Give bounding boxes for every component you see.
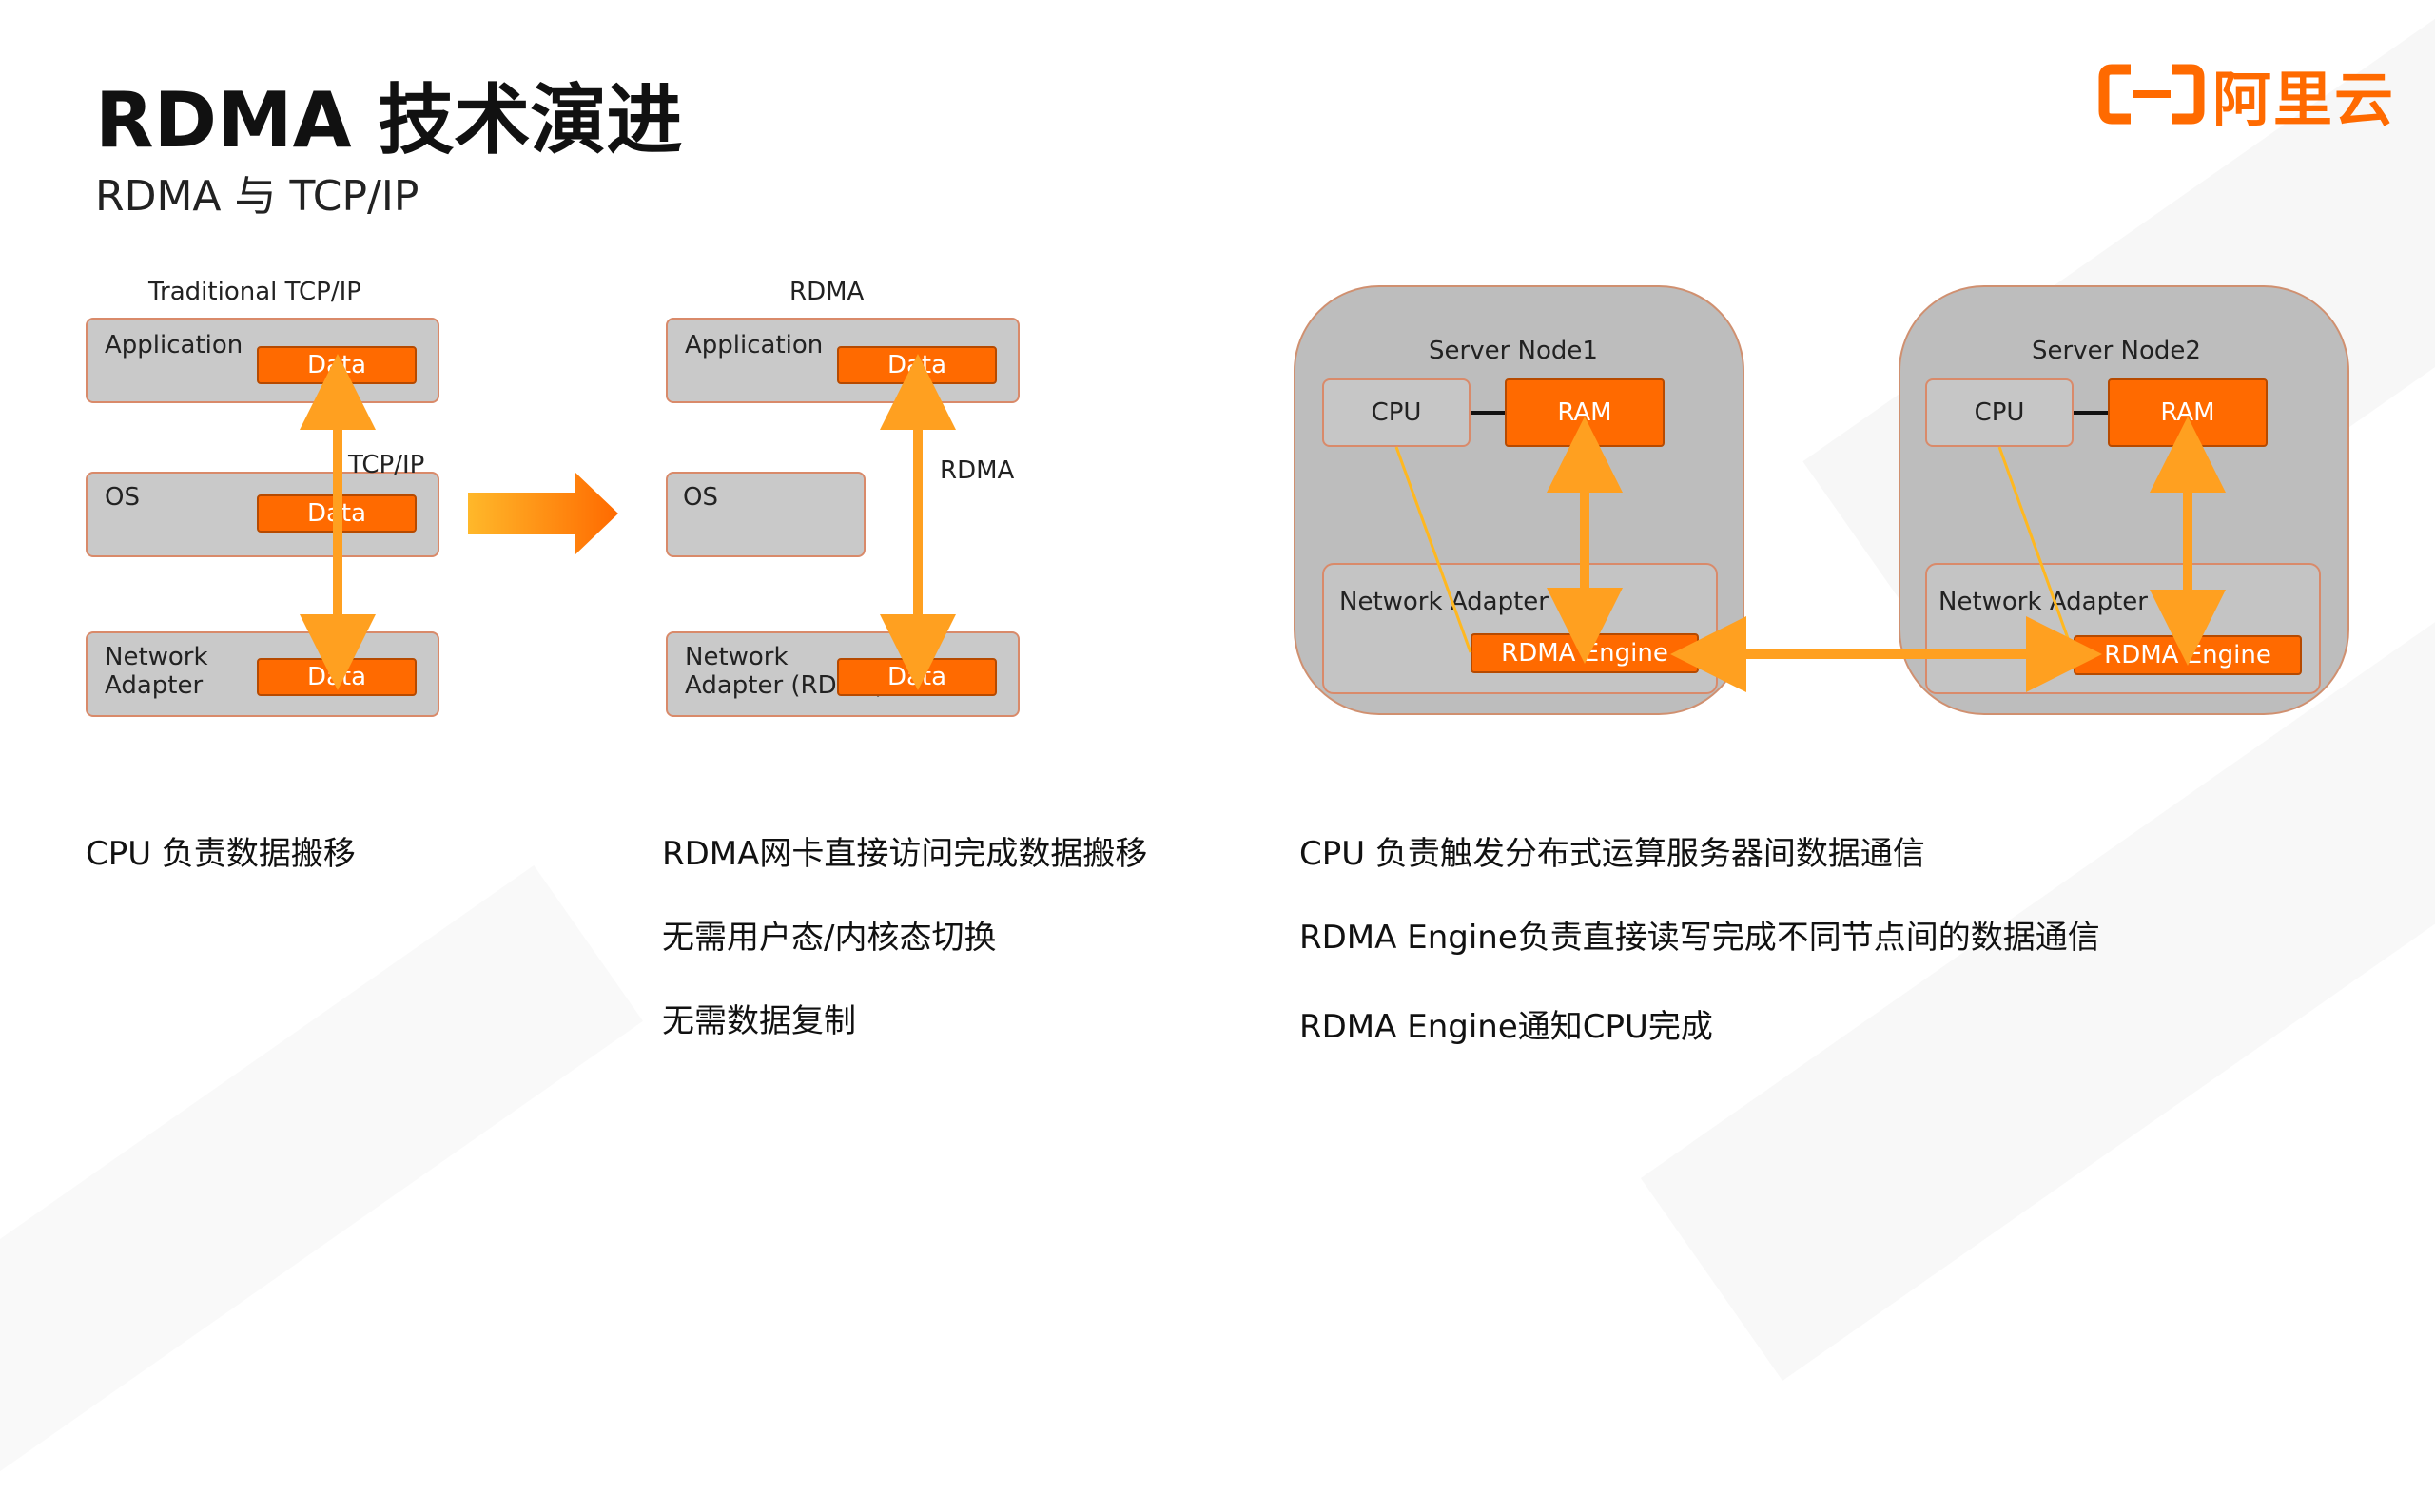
- page-title: RDMA 技术演进: [95, 76, 683, 165]
- layer-label: Application: [105, 331, 244, 359]
- description-col3-line1: CPU 负责触发分布式运算服务器间数据通信: [1299, 835, 1925, 873]
- rdma-engine-box: RDMA Engine: [1471, 633, 1699, 673]
- network-adapter-box: [1322, 563, 1718, 694]
- alibaba-cloud-logo: 阿里云: [2098, 51, 2395, 137]
- logo-bracket-icon: [2098, 64, 2205, 125]
- logo-text: 阿里云: [2212, 65, 2396, 134]
- layer-os: OS Data: [86, 472, 439, 557]
- ram-box: RAM: [1505, 378, 1665, 447]
- cpu-box: CPU: [1322, 378, 1471, 447]
- node-title: Server Node1: [1429, 337, 1598, 365]
- adapter-label: Network Adapter: [1938, 588, 2148, 616]
- data-block: Data: [257, 346, 417, 384]
- data-block: Data: [837, 346, 997, 384]
- layer-label: Application: [685, 331, 824, 359]
- node-title: Server Node2: [2032, 337, 2201, 365]
- ram-box: RAM: [2108, 378, 2268, 447]
- background-shape: [0, 864, 643, 1512]
- description-col2-line2: 无需用户态/内核态切换: [662, 919, 997, 957]
- layer-network-adapter: Network Adapter (RDMA) Data: [666, 631, 1020, 717]
- description-col3-line2: RDMA Engine负责直接读写完成不同节点间的数据通信: [1299, 919, 2100, 957]
- layer-label: OS: [105, 483, 140, 512]
- description-col1-line1: CPU 负责数据搬移: [86, 835, 356, 873]
- description-col2-line1: RDMA网卡直接访问完成数据搬移: [662, 835, 1148, 873]
- cpu-box: CPU: [1925, 378, 2074, 447]
- rdma-engine-box: RDMA Engine: [2074, 635, 2302, 675]
- layer-application: Application Data: [666, 318, 1020, 403]
- adapter-label: Network Adapter: [1339, 588, 1549, 616]
- diagram-caption: Traditional TCP/IP: [148, 278, 361, 306]
- description-col3-line3: RDMA Engine通知CPU完成: [1299, 1008, 1713, 1046]
- arrow-label: RDMA: [940, 456, 1015, 485]
- data-block: Data: [837, 658, 997, 696]
- layer-label: OS: [683, 483, 718, 512]
- diagram-caption: RDMA: [789, 278, 865, 306]
- layer-application: Application Data: [86, 318, 439, 403]
- data-block: Data: [257, 494, 417, 533]
- arrow-label: TCP/IP: [348, 451, 425, 479]
- layer-label: Network Adapter: [105, 643, 208, 700]
- layer-os: OS: [666, 472, 866, 557]
- page-subtitle: RDMA 与 TCP/IP: [95, 172, 419, 221]
- data-block: Data: [257, 658, 417, 696]
- layer-network-adapter: Network Adapter Data: [86, 631, 439, 717]
- description-col2-line3: 无需数据复制: [662, 1002, 856, 1040]
